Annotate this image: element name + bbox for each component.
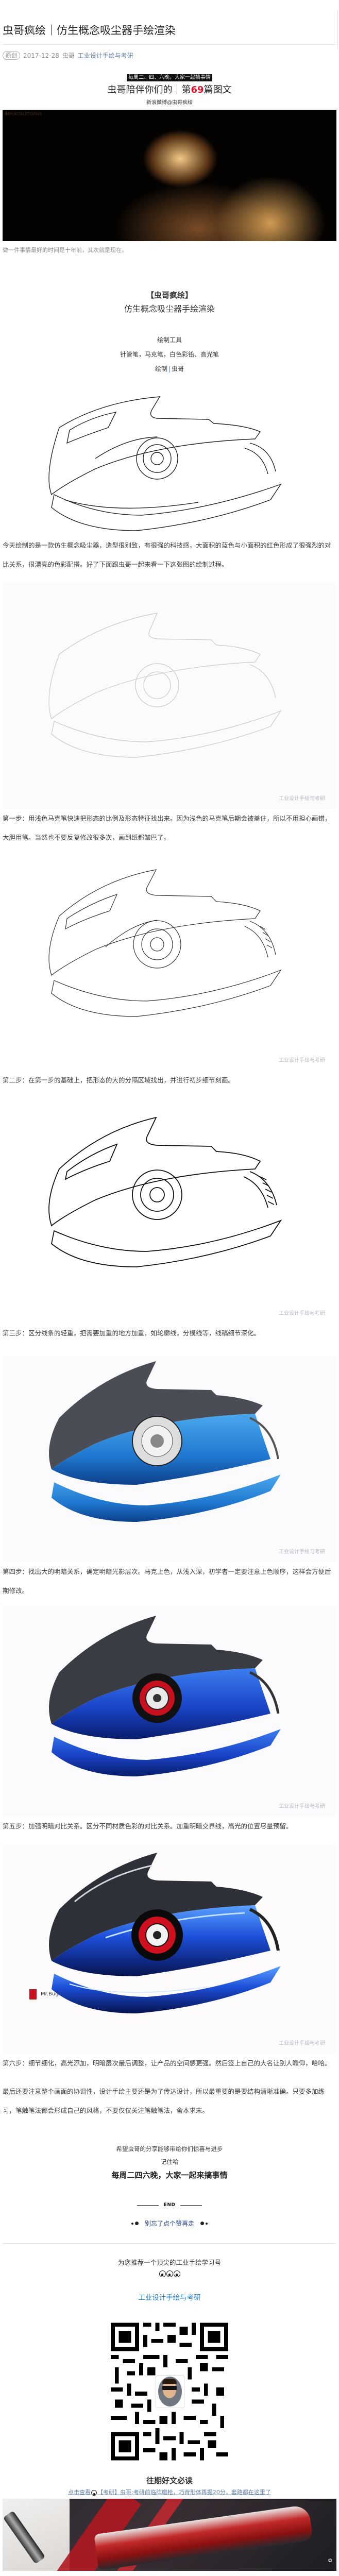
step-4-text: 第四步：找出大的明暗关系，确定明暗光影层次。马克上色，从浅入深，初学者一定要注意… (3, 1568, 331, 1595)
tools-list: 针管笔，马克笔，白色彩铅、高光笔 (120, 351, 219, 358)
qr-avatar (156, 2375, 184, 2408)
seal-stamp (29, 1989, 37, 1999)
account-link[interactable]: 工业设计手绘与考研 (77, 52, 133, 59)
step-6-text: 第六步：细节细化，高光添加，明暗层次最后调整，让产品的空间感更强。然后签上自己的… (3, 2059, 331, 2067)
step-1-image: 工业设计手绘与考研 (3, 582, 336, 809)
closing-schedule: 每周二四六晚，大家一起来搞事情 (111, 2171, 228, 2180)
weibo-handle: 新浪微博@虫哥疯绘 (146, 100, 193, 106)
image-watermark: 工业设计手绘与考研 (279, 796, 325, 802)
step-4-image: 工业设计手绘与考研 (3, 1356, 336, 1562)
avatar-icon (158, 2377, 182, 2406)
vacuum-final-render-icon: Mr.Bug (29, 1853, 281, 2013)
eye-emoji-icon (91, 2489, 97, 2496)
end-label: END (163, 2202, 176, 2208)
original-badge: 原创 (3, 51, 20, 60)
article-meta: 原创 2017-12-28 虫哥 工业设计手绘与考研 (3, 45, 336, 60)
intro-paragraph: 今天绘制的是一款仿生概念吸尘器，造型很别致，有很强的科技感，大面积的蓝色与小面积… (3, 541, 331, 568)
final-paragraph: 最后还要注意整个画面的协调性，设计手绘主要还是为了传达设计，所以最重要的是要结构… (3, 2088, 325, 2114)
vacuum-step3-lineart-icon (48, 1116, 282, 1267)
publish-date: 2017-12-28 (23, 52, 59, 59)
feature-heading: 【虫哥疯绘】 (146, 291, 193, 300)
recommend-headline: 为您推荐一个顶尖的工业手绘学习号 (117, 2259, 221, 2266)
vacuum-step4-marker-icon (49, 1361, 281, 1522)
feature-block: 【虫哥疯绘】 仿生概念吸尘器手绘渲染 绘制工具 针管笔，马克笔，白色彩铅、高光笔… (3, 290, 336, 374)
article-count-line: 虫哥陪伴你们的｜第69篇图文 (107, 84, 232, 95)
end-line-left (137, 2205, 159, 2206)
step-5-image: 工业设计手绘与考研 (3, 1605, 336, 1817)
svg-text:Mr.Bug: Mr.Bug (41, 1991, 59, 1997)
feature-subtitle: 仿生概念吸尘器手绘渲染 (124, 304, 215, 314)
like-prompt[interactable]: 别忘了点个赞再走 (144, 2220, 194, 2227)
hero-caption: 做一件事情最好的时间是十年前，其次就是现在。 (3, 247, 127, 253)
step-3-image: 工业设计手绘与考研 (3, 1102, 336, 1324)
end-divider: END (3, 2202, 336, 2208)
step-2-image: 工业设计手绘与考研 (3, 854, 336, 1071)
article-number: 69 (191, 84, 204, 95)
closing-block: 希望虫哥的分享能够带给你们惊喜与进步 记住哈 每周二四六晚，大家一起来搞事情 (3, 2144, 336, 2182)
article-title: 虫哥疯绘｜仿生概念吸尘器手绘渲染 (3, 0, 336, 45)
image-watermark: 工业设计手绘与考研 (279, 1549, 325, 1555)
hero-watermark: IMPORTALRTORNS (5, 112, 42, 116)
image-watermark: 工业设计手绘与考研 (279, 1311, 325, 1316)
window-edge (337, 10, 338, 49)
past-article-image[interactable]: ✿ (3, 2499, 336, 2571)
schedule-banner: 每周二、四、六晚，大家一起搞事情 (127, 74, 212, 81)
hero-image: IMPORTALRTORNS (3, 110, 336, 241)
image-watermark: 工业设计手绘与考研 (279, 2041, 325, 2046)
recommend-block: 为您推荐一个顶尖的工业手绘学习号 工业设计手绘与考研 (3, 2258, 336, 2497)
vacuum-step2-sketch-icon (3, 854, 336, 1071)
dots-right-icon (200, 2222, 208, 2225)
qr-code[interactable] (111, 2323, 228, 2461)
tools-label: 绘制工具 (157, 336, 182, 344)
vacuum-step5-marker-icon (49, 1616, 281, 1776)
step-5-text: 第五步：加强明暗对比关系。区分不同材质色彩的对比关系。加重明暗交界线，高光的位置… (3, 1822, 293, 1830)
image-watermark: 工业设计手绘与考研 (279, 1058, 325, 1063)
vacuum-light-sketch-icon (3, 582, 336, 809)
image-watermark: 工业设计手绘与考研 (279, 1804, 325, 1809)
closing-wish: 希望虫哥的分享能够带给你们惊喜与进步 (116, 2145, 223, 2153)
step-6-image: Mr.Bug 工业设计手绘与考研 (3, 1845, 336, 2054)
section-divider (3, 2243, 336, 2244)
vacuum-lineart-icon (48, 396, 282, 531)
past-article-link[interactable]: 点击查看 【考研】虫哥:考研前临阵磨枪，巧背形体再提20分，套路都在这里了 (68, 2489, 271, 2496)
drawer-credit: 绘制|虫哥 (155, 365, 184, 372)
end-line-right (180, 2205, 202, 2206)
step-1-text: 第一步：用浅色马克笔快速把形态的比例及形态特征找出来。因为浅色的马克笔后期会被盖… (3, 815, 331, 841)
like-prompt-row: 别忘了点个赞再走 (3, 2219, 336, 2228)
image-logo: ✿ (328, 2558, 332, 2564)
step-2-text: 第二步：在第一步的基础上，把形态的大的分隔区域找出，并进行初步细节刻画。 (3, 1076, 235, 1084)
author-name: 虫哥 (62, 52, 75, 59)
step-3-text: 第三步：区分线条的轻重，把需要加重的地方加重，如轮廓线，分模线等，线稿细节深化。 (3, 1329, 261, 1337)
recommend-account-link[interactable]: 工业设计手绘与考研 (138, 2294, 201, 2302)
sketch-image-overview (3, 381, 336, 536)
eyes-emoji-icon (3, 2270, 336, 2277)
intro-block: 每周二、四、六晚，大家一起搞事情 虫哥陪伴你们的｜第69篇图文 新浪微博@虫哥疯… (3, 60, 336, 107)
dots-left-icon (131, 2222, 139, 2225)
closing-remember: 记住哈 (160, 2158, 179, 2165)
past-articles-heading: 往期好文必读 (146, 2476, 193, 2485)
